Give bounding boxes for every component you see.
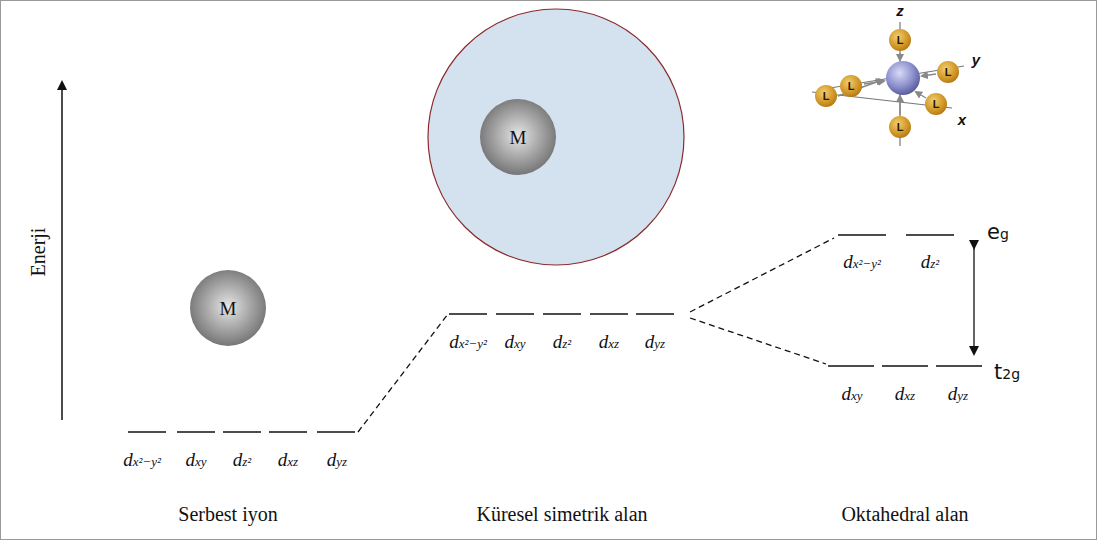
- orbital-label: dxz: [278, 450, 298, 471]
- orbital-label: dyz: [645, 332, 665, 353]
- orbital-label: dxy: [841, 384, 862, 405]
- node-text: L: [945, 67, 952, 78]
- ligand-arrows: [838, 53, 936, 115]
- orbital-label: dxz: [599, 332, 619, 353]
- section-title: Küresel simetrik alan: [476, 503, 647, 525]
- spherical-field: [428, 9, 684, 265]
- node-text: M: [510, 128, 527, 147]
- octahedral-levels: [828, 235, 982, 366]
- node-text: L: [848, 81, 855, 92]
- dashed-connector: [690, 318, 826, 364]
- orbital-label: dxy: [504, 332, 525, 353]
- node-text: L: [823, 91, 830, 102]
- level-symbol: t2g: [994, 361, 1020, 384]
- coordinate-axes: [812, 22, 964, 146]
- node-text: L: [897, 122, 904, 133]
- axis-label: y: [972, 52, 980, 69]
- node-text: L: [897, 35, 904, 46]
- axis-label: z: [896, 3, 904, 20]
- orbital-label: dxz: [895, 384, 915, 405]
- orbital-label: dz²: [553, 332, 571, 353]
- level-symbol: eg: [987, 221, 1009, 244]
- free-ion-levels: [128, 431, 355, 433]
- metal-ion: M: [480, 99, 556, 175]
- ligand: L: [815, 85, 837, 107]
- orbital-label: dyz: [948, 384, 968, 405]
- ligand: L: [889, 116, 911, 138]
- ligand: L: [925, 93, 947, 115]
- energy-axis: [61, 82, 63, 420]
- splitting-arrow: [973, 248, 974, 354]
- ligand: L: [840, 75, 862, 97]
- orbital-label: dx²−y²: [449, 332, 487, 353]
- node-text: L: [933, 99, 940, 110]
- axis-label: x: [958, 112, 966, 129]
- dashed-connector: [358, 314, 448, 432]
- node-text: M: [220, 299, 237, 318]
- central-metal-sphere: [886, 61, 920, 95]
- ligand: L: [937, 61, 959, 83]
- orbital-label: dz²: [921, 252, 939, 273]
- orbital-label: dyz: [327, 450, 347, 471]
- axis-title: Enerji: [27, 228, 49, 277]
- orbital-label: dx²−y²: [123, 450, 161, 471]
- section-title: Serbest iyon: [178, 503, 277, 525]
- ligand: L: [889, 29, 911, 51]
- section-title: Oktahedral alan: [841, 503, 968, 525]
- metal-ion: M: [190, 270, 266, 346]
- orbital-label: dxy: [185, 450, 206, 471]
- orbital-label: dx²−y²: [843, 252, 881, 273]
- spherical-levels: [449, 313, 674, 315]
- dashed-connector: [690, 238, 834, 312]
- orbital-label: dz²: [233, 450, 251, 471]
